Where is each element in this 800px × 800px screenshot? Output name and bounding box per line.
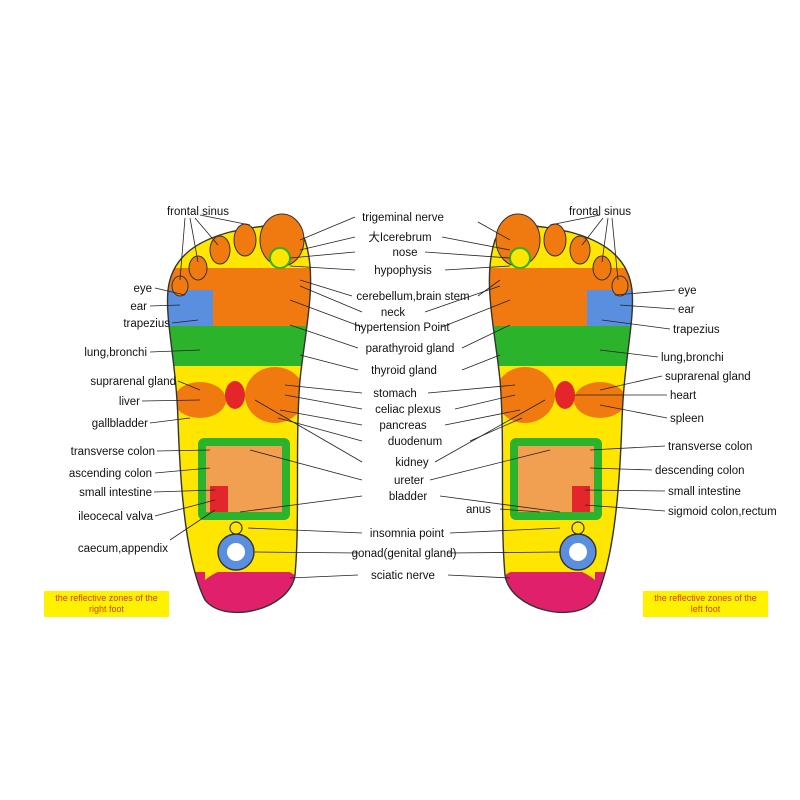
right-foot: [166, 213, 312, 614]
label-ascending-colon: ascending colon: [69, 468, 152, 480]
label-neck: neck: [381, 307, 406, 319]
label-parathyroid-gland: parathyroid gland: [366, 343, 455, 355]
label-thyroid-gland: thyroid gland: [371, 365, 437, 377]
label-trapezius-left: trapezius: [673, 324, 720, 336]
label-lung-bronchi-right: lung,bronchi: [84, 347, 147, 359]
label-sigmoid-colon-rectum: sigmoid colon,rectum: [668, 506, 777, 518]
label-ear-left: ear: [678, 304, 695, 316]
label-suprarenal-gland-left: suprarenal gland: [665, 371, 751, 383]
label-ear-right: ear: [130, 301, 147, 313]
label-suprarenal-gland-right: suprarenal gland: [90, 376, 176, 388]
label-small-intestine-left: small intestine: [668, 486, 741, 498]
label-cerebrum: 大Icerebrum: [368, 230, 431, 244]
label-small-intestine-right: small intestine: [79, 487, 152, 499]
caption-left-line2: left foot: [690, 604, 721, 614]
label-nose: nose: [393, 247, 418, 259]
label-hypertension-point: hypertension Point: [354, 322, 450, 334]
label-bladder: bladder: [389, 491, 428, 503]
leader-lines: [141, 214, 676, 579]
caption-right-line1: the reflective zones of the: [55, 593, 158, 603]
label-kidney: kidney: [395, 457, 428, 469]
label-transverse-colon-right: transverse colon: [71, 446, 155, 458]
label-duodenum: duodenum: [388, 436, 442, 448]
label-cerebellum-brain-stem: cerebellum,brain stem: [356, 291, 469, 303]
label-anus: anus: [466, 504, 491, 516]
caption-right-foot: the reflective zones of the right foot: [44, 591, 169, 617]
label-frontal-sinus-left: frontal sinus: [569, 206, 631, 218]
label-stomach: stomach: [373, 388, 416, 400]
label-eye-right: eye: [133, 283, 152, 295]
label-trapezius-right: trapezius: [123, 318, 170, 330]
caption-left-foot: the reflective zones of the left foot: [643, 591, 768, 617]
left-foot-labels: frontal sinus eye ear trapezius lung,bro…: [466, 206, 777, 518]
label-sciatic-nerve: sciatic nerve: [371, 570, 435, 582]
label-ileocecal-valva: ileocecal valva: [78, 511, 153, 523]
label-descending-colon: descending colon: [655, 465, 745, 477]
label-lung-bronchi-left: lung,bronchi: [661, 352, 724, 364]
label-caecum-appendix: caecum,appendix: [78, 543, 168, 555]
label-insomnia-point: insomnia point: [370, 528, 445, 540]
label-gallbladder: gallbladder: [92, 418, 148, 430]
label-heart: heart: [670, 390, 697, 402]
label-hypophysis: hypophysis: [374, 265, 432, 277]
label-ureter: ureter: [394, 475, 424, 487]
label-gonad: gonad(genital gland): [352, 548, 457, 560]
caption-left-line1: the reflective zones of the: [654, 593, 757, 603]
center-labels: trigeminal nerve 大Icerebrum nose hypophy…: [352, 212, 470, 582]
label-frontal-sinus-right: frontal sinus: [167, 206, 229, 218]
label-eye-left: eye: [678, 285, 697, 297]
right-foot-labels: frontal sinus eye ear trapezius lung,bro…: [69, 206, 229, 555]
caption-right-line2: right foot: [88, 604, 125, 614]
label-pancreas: pancreas: [379, 420, 427, 432]
label-trigeminal-nerve: trigeminal nerve: [362, 212, 444, 224]
label-liver: liver: [119, 396, 140, 408]
label-transverse-colon-left: transverse colon: [668, 441, 752, 453]
left-foot: [488, 213, 634, 614]
label-celiac-plexus: celiac plexus: [375, 404, 441, 416]
label-spleen: spleen: [670, 413, 704, 425]
